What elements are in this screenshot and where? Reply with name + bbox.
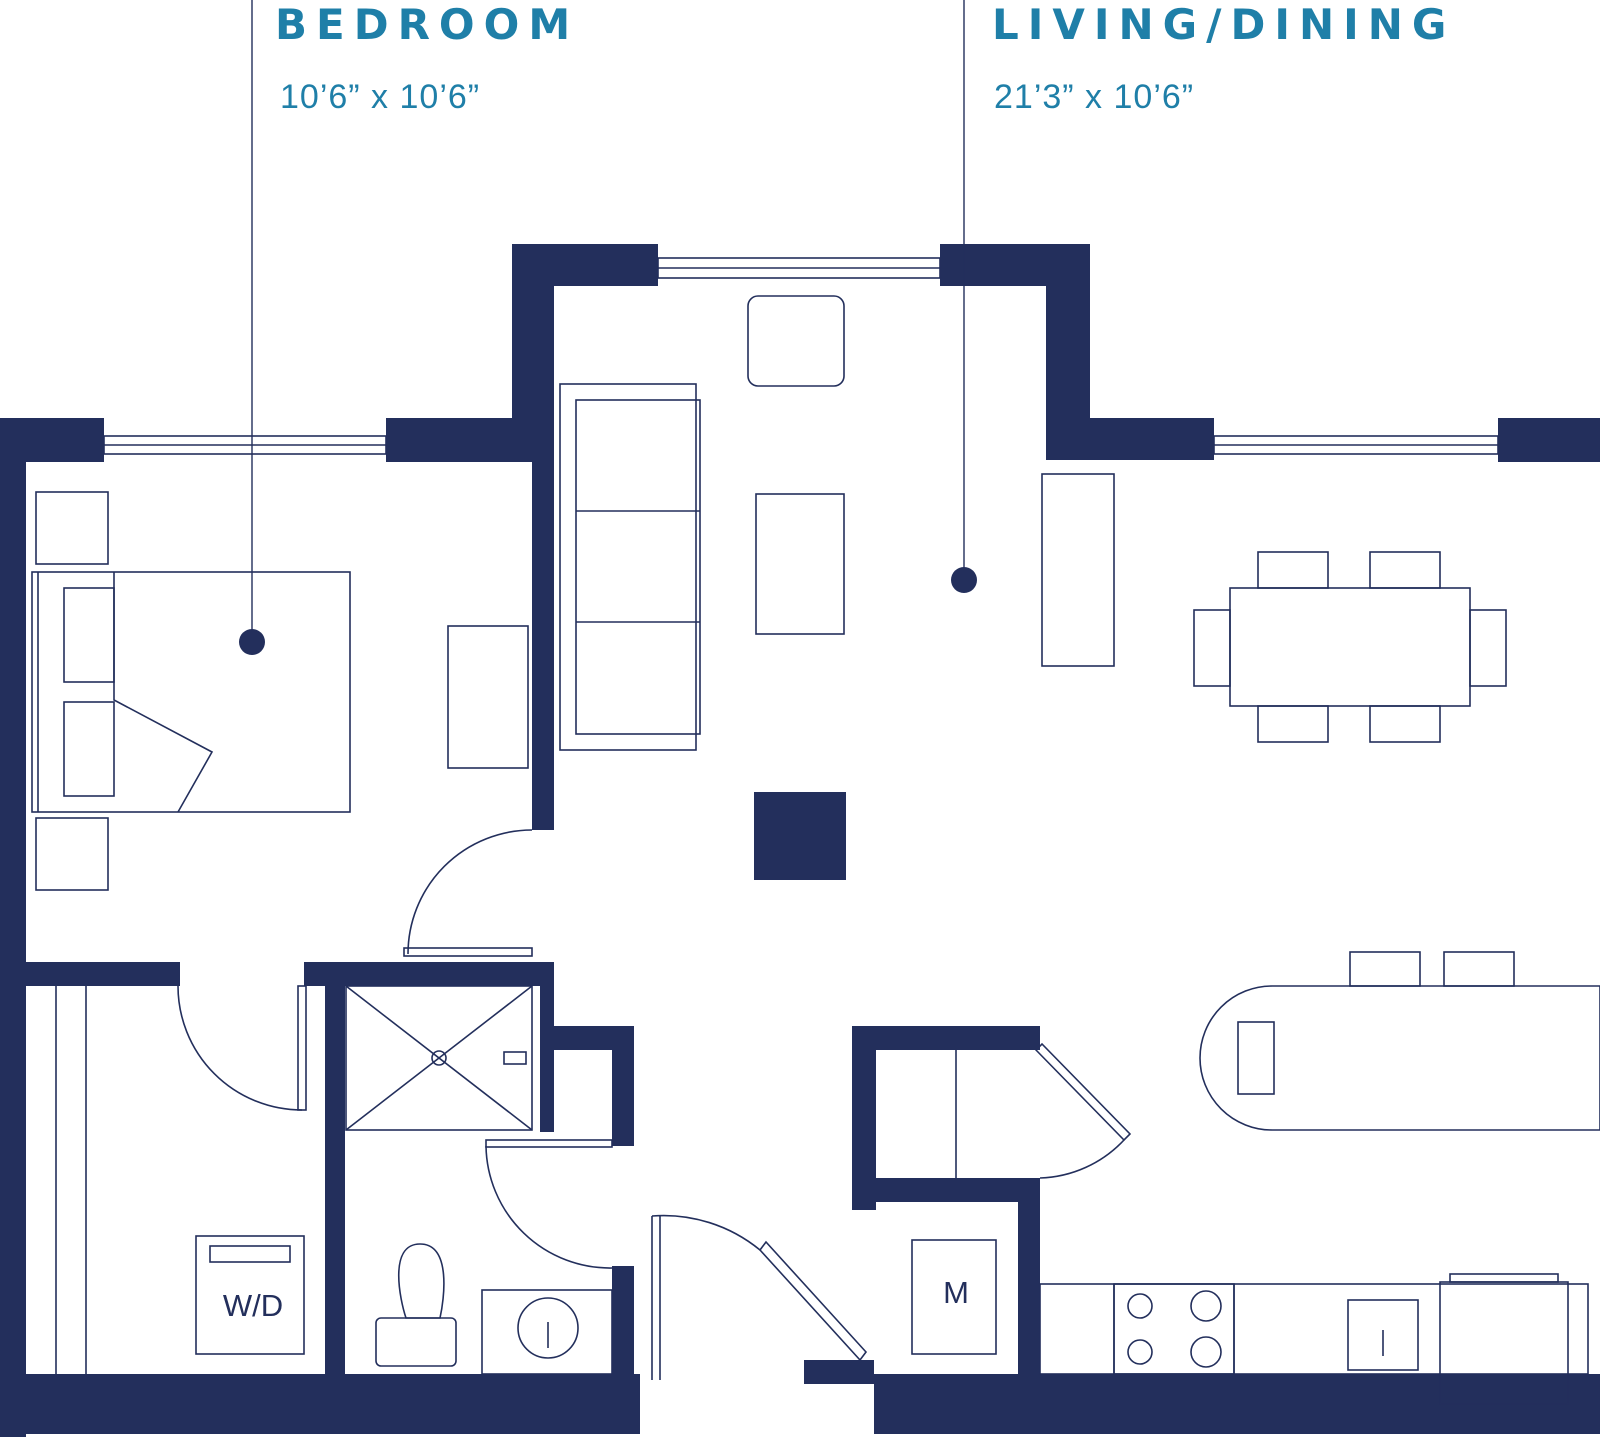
wall-segment (612, 1026, 634, 1146)
media-console (1041, 473, 1115, 667)
wall-segment (1498, 418, 1600, 462)
bedroom-door (403, 947, 533, 957)
washer-dryer-top (209, 1245, 291, 1263)
pantry-door-leaf (1034, 1042, 1132, 1142)
bedroom-door-swing (407, 829, 533, 955)
bathroom-door (485, 1139, 613, 1148)
shower-valve (503, 1051, 527, 1065)
dining-chair (1369, 705, 1441, 743)
vanity (481, 1289, 613, 1375)
sink-basin (517, 1297, 579, 1359)
linen-closet (556, 1048, 612, 1128)
wall-segment (512, 244, 658, 286)
wall-segment (0, 418, 104, 462)
walls (0, 244, 1600, 1437)
island-stool (1237, 1021, 1275, 1095)
label-leaders (239, 0, 977, 655)
wall-segment (0, 962, 180, 986)
furniture (31, 257, 1600, 1405)
shower-diagonal (345, 985, 533, 1131)
bedroom-leader-dot (239, 629, 265, 655)
closet-door-swing (177, 985, 303, 1111)
wall-segment (1018, 1178, 1040, 1374)
living-dining-title: LIVING/DINING (992, 0, 1456, 49)
living-dining-dimensions: 21’3” x 10’6” (994, 78, 1195, 116)
shower-drain (431, 1050, 447, 1066)
dining-chair (1193, 609, 1231, 687)
burner (1127, 1293, 1153, 1319)
dining-chair (1469, 609, 1507, 687)
dining-chair (1257, 551, 1329, 589)
dining-chair (1369, 551, 1441, 589)
structural-column (754, 792, 846, 880)
nightstand-top (35, 491, 109, 565)
nightstand-bottom (35, 817, 109, 891)
entry-door-swing (651, 1214, 761, 1251)
kitchen-counter (1039, 1283, 1589, 1375)
refrigerator-top (1449, 1273, 1559, 1283)
bed (31, 571, 351, 813)
armchair (747, 295, 845, 387)
kitchen-sink (1347, 1299, 1419, 1371)
island-stool (1443, 951, 1515, 987)
dining-table (1229, 587, 1471, 707)
coffee-table (755, 493, 845, 635)
microwave-label: M (943, 1275, 969, 1310)
burner (1190, 1336, 1222, 1368)
closet-door (297, 985, 307, 1111)
wall-segment (0, 1374, 640, 1434)
washer-dryer-label: W/D (223, 1288, 283, 1323)
island-stool (1349, 951, 1421, 987)
sofa-seat (575, 399, 701, 735)
dining-chair (1257, 705, 1329, 743)
bed-blanket-fold (113, 572, 214, 813)
sofa (559, 383, 697, 751)
burner (1127, 1339, 1153, 1365)
entry-door-leaf (758, 1240, 868, 1362)
dresser (447, 625, 529, 769)
wall-segment (0, 418, 26, 1437)
bathroom-door-swing (485, 1145, 613, 1269)
wall-segment (804, 1360, 874, 1384)
pantry-door-swing (1039, 1139, 1125, 1179)
wall-segment (612, 1266, 634, 1374)
wall-segment (852, 1026, 1040, 1050)
bedroom-dimensions: 10’6” x 10’6” (280, 78, 481, 116)
bedroom-title: BEDROOM (275, 0, 580, 49)
kitchen-island (1199, 985, 1600, 1131)
toilet-tank (375, 1317, 457, 1367)
living-leader-dot (951, 567, 977, 593)
washer-dryer (195, 1235, 305, 1355)
toilet-bowl (397, 1243, 445, 1319)
microwave-cabinet (911, 1239, 997, 1355)
cooktop (1113, 1283, 1235, 1375)
wall-segment (325, 962, 345, 1382)
pillow-top (63, 587, 115, 683)
wall-segment (532, 418, 554, 830)
burner (1190, 1290, 1222, 1322)
pillow-bottom (63, 701, 115, 797)
wall-segment (304, 962, 554, 986)
wall-segment (852, 1178, 1040, 1202)
shower (345, 985, 533, 1131)
wall-segment (1046, 418, 1214, 460)
